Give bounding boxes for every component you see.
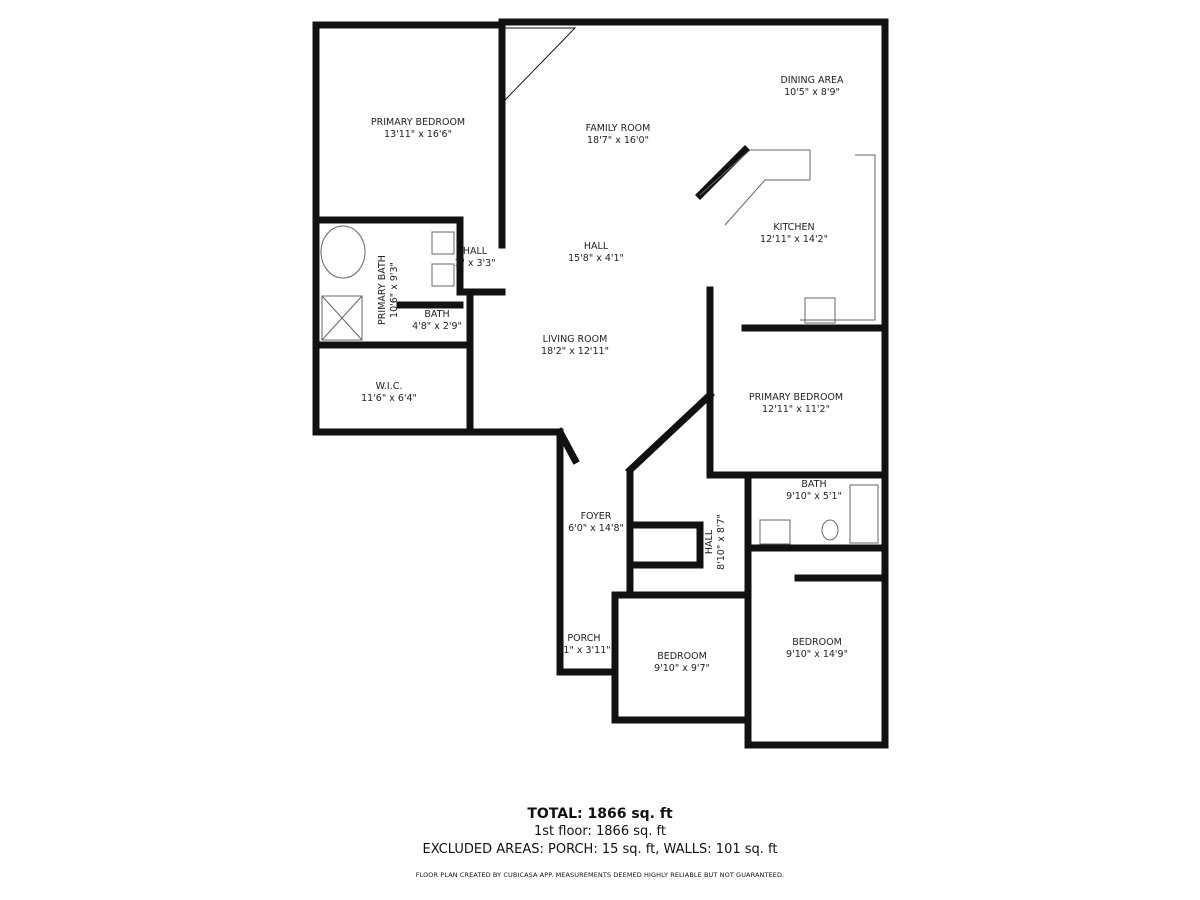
interior-wall [695, 145, 750, 200]
interior-wall [706, 286, 889, 479]
room-dimensions: 15'8" x 4'1" [568, 253, 624, 264]
shower-icon [321, 295, 363, 341]
room-dimensions: 11" x 3'11" [557, 645, 611, 656]
bathtub-icon [320, 225, 366, 279]
interior-wall [626, 521, 704, 569]
room-dimensions: 12'11" x 14'2" [760, 234, 828, 245]
excluded-areas: EXCLUDED AREAS: PORCH: 15 sq. ft, WALLS:… [422, 842, 778, 857]
room-name: BATH [424, 309, 450, 320]
room-dimensions: 18'7" x 16'0" [587, 135, 649, 146]
room-dimensions: 6'0" x 14'8" [568, 523, 624, 534]
interior-wall [625, 390, 715, 475]
room-dimensions: 4'8" x 2'9" [412, 321, 462, 332]
room-name: BATH [801, 479, 827, 490]
bathtub-icon [849, 484, 879, 544]
room-name: PRIMARY BEDROOM [748, 392, 844, 403]
kitchen-island [699, 149, 811, 226]
room-dimensions: 10'5" x 8'9" [784, 87, 840, 98]
room-name: BEDROOM [792, 637, 842, 648]
room-name: W.I.C. [375, 381, 403, 392]
room-name: BEDROOM [657, 651, 707, 662]
room-name: LIVING ROOM [542, 334, 608, 345]
total-area: TOTAL: 1866 sq. ft [527, 806, 673, 822]
walls [312, 18, 889, 749]
interior-wall [555, 427, 580, 465]
stove-icon [804, 297, 836, 324]
room-dimensions: 9'10" x 5'1" [786, 491, 842, 502]
sink-icon [431, 263, 455, 287]
interior-wall [626, 471, 752, 599]
room-label: W.I.C.11'6" x 6'4" [361, 381, 417, 405]
room-dimensions: 9'10" x 9'7" [654, 663, 710, 674]
outer-wall [466, 428, 619, 676]
room-name: PRIMARY BATH [377, 255, 388, 325]
toilet-icon [821, 519, 839, 541]
room-name: FAMILY ROOM [585, 123, 651, 134]
room-dimensions: 13'11" x 16'6" [384, 129, 452, 140]
outer-wall [498, 18, 889, 749]
sink-icon [431, 231, 455, 255]
stairs-icon [504, 27, 577, 102]
room-name: PRIMARY BEDROOM [370, 117, 466, 128]
room-name: HALL [462, 246, 488, 257]
room-name: KITCHEN [773, 222, 815, 233]
room-name: PORCH [567, 633, 601, 644]
room-dimensions: 1" x 3'3" [454, 258, 496, 269]
room-dimensions: 11'6" x 6'4" [361, 393, 417, 404]
room-name: HALL [704, 529, 715, 555]
room-name: FOYER [580, 511, 612, 522]
room-name: HALL [583, 241, 609, 252]
room-dimensions: 18'2" x 12'11" [541, 346, 609, 357]
room-dimensions: 12'11" x 11'2" [762, 404, 830, 415]
interior-wall [312, 216, 506, 296]
room-name: DINING AREA [780, 75, 844, 86]
room-dimensions: 8'10" x 8'7" [716, 514, 727, 570]
room-dimensions: 10'6" x 9'3" [389, 262, 400, 318]
outer-wall [312, 21, 506, 436]
fixtures [320, 27, 879, 545]
floor-area: 1st floor: 1866 sq. ft [534, 824, 666, 839]
room-dimensions: 9'10" x 14'9" [786, 649, 848, 660]
kitchen-counter [800, 154, 876, 321]
disclaimer: FLOOR PLAN CREATED BY CUBICASA APP. MEAS… [415, 871, 785, 879]
sink-icon [759, 519, 791, 545]
